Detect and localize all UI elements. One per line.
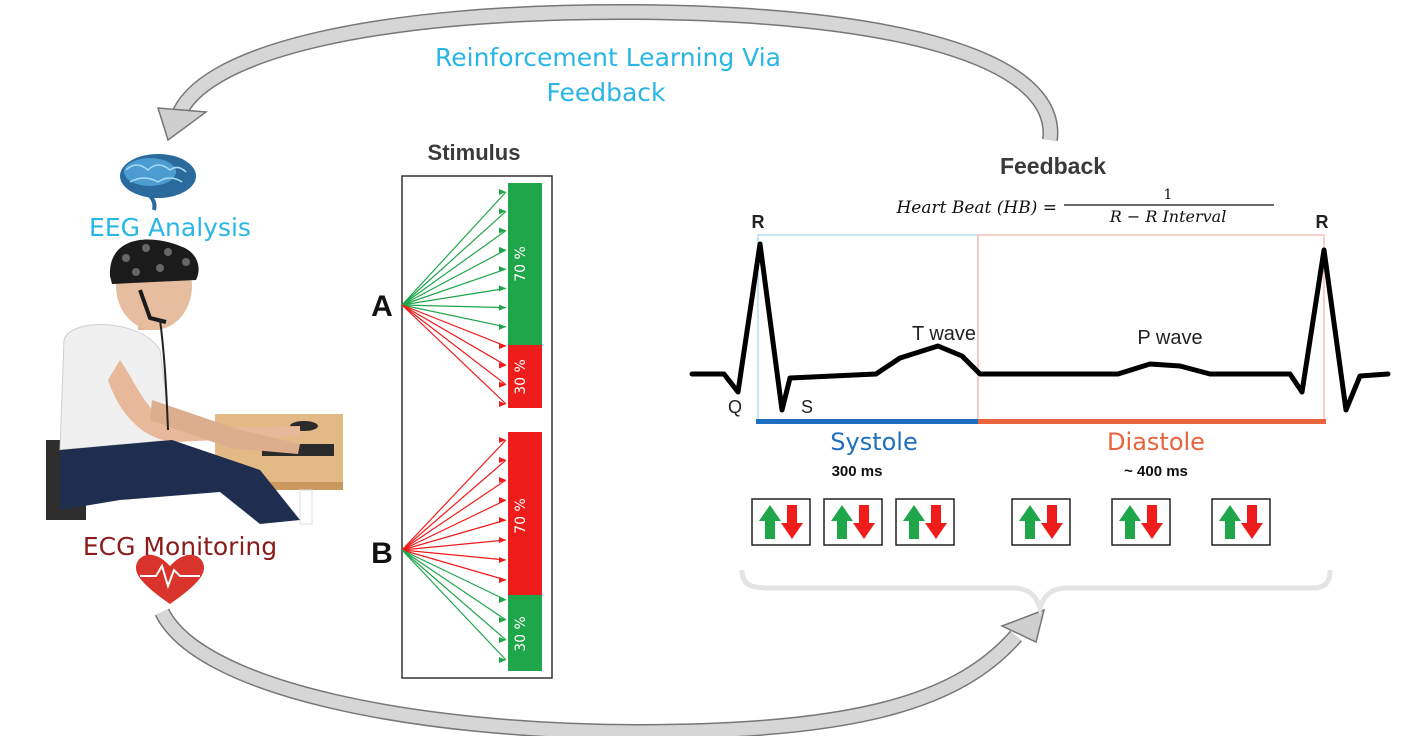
stimulus-ray-arrowhead	[499, 597, 506, 603]
stimulus-ray-arrowhead	[499, 617, 506, 623]
stimulus-b-rays	[401, 437, 507, 663]
stimulus-ray	[401, 539, 507, 551]
stimulus-ray-arrowhead	[499, 362, 506, 369]
ecg-trace	[689, 241, 1391, 413]
ecg-q: Q	[728, 397, 742, 417]
bar-b-bottom	[508, 595, 542, 671]
stimulus-ray-arrowhead	[499, 401, 506, 407]
stimulus-ray-arrowhead	[499, 657, 506, 663]
top-loop-arrow	[156, 3, 1059, 142]
stimulus-ray	[401, 549, 507, 561]
stimulus-ray	[401, 549, 507, 621]
stimulus-title: Stimulus	[428, 140, 521, 165]
stimulus-ray-arrowhead	[499, 323, 506, 330]
stimulus-ray-arrowhead	[499, 189, 506, 195]
brain-icon	[120, 154, 196, 211]
up-down-arrows-icon	[1011, 498, 1071, 546]
bar-a-bottom-pct: 30 %	[513, 359, 529, 395]
stimulus-ray	[401, 304, 507, 405]
stimulus-ray	[401, 459, 507, 551]
stimulus-ray-arrowhead	[499, 577, 506, 583]
diastole-duration: ~ 400 ms	[1124, 463, 1188, 480]
stimulus-ray	[401, 230, 507, 306]
stimulus-ray-arrowhead	[499, 343, 506, 350]
stimulus-ray-arrowhead	[499, 208, 506, 215]
stimulus-ray-arrowhead	[499, 477, 506, 483]
stimulus-label-b: B	[371, 537, 393, 570]
formula-numerator: 1	[1164, 187, 1173, 203]
stimulus-ray-arrowhead	[499, 437, 506, 443]
stimulus-ray-arrowhead	[499, 457, 506, 463]
formula-denominator: R − R Interval	[1109, 207, 1227, 226]
stimulus-ray	[401, 304, 507, 347]
bottom-loop-arrow	[154, 608, 1046, 736]
person-illustration	[46, 239, 343, 525]
stimulus-ray	[401, 479, 507, 551]
ecg-r-right: R	[1316, 212, 1329, 232]
feedback-updown-icons	[751, 498, 1271, 546]
stimulus-ray	[401, 549, 507, 661]
stimulus-ray-arrowhead	[499, 246, 506, 253]
stimulus-ray	[401, 249, 507, 306]
stimulus-ray-arrowhead	[499, 227, 506, 234]
stimulus-ray	[401, 549, 507, 581]
bar-b-bottom-pct: 30 %	[513, 616, 529, 652]
heart-icon	[136, 554, 204, 604]
stimulus-ray-arrowhead	[499, 381, 506, 388]
diastole-label: Diastole	[1107, 428, 1205, 456]
stimulus-ray-arrowhead	[499, 557, 506, 563]
stimulus-ray-arrowhead	[499, 637, 506, 643]
ecg-s: S	[801, 397, 813, 417]
bar-a-bottom	[508, 345, 542, 408]
systole-label: Systole	[830, 428, 917, 456]
bar-a-top-pct: 70 %	[513, 246, 529, 282]
stimulus-ray	[401, 549, 507, 601]
stimulus-ray	[401, 191, 507, 306]
feedback-title: Feedback	[1000, 153, 1106, 179]
stimulus-ray	[401, 499, 507, 551]
stimulus-label-a: A	[371, 290, 393, 323]
systole-bar	[756, 419, 978, 424]
stimulus-ray	[401, 287, 507, 306]
feedback-bracket	[739, 569, 1333, 616]
stimulus-ray-arrowhead	[499, 285, 506, 292]
stimulus-ray-arrowhead	[499, 537, 506, 543]
stimulus-ray	[401, 268, 507, 306]
stimulus-ray	[401, 210, 507, 306]
up-down-arrows-icon	[751, 498, 811, 546]
eeg-analysis-label: EEG Analysis	[89, 213, 251, 242]
formula-lhs: Heart Beat (HB) =	[895, 198, 1057, 218]
title-line-1: Reinforcement Learning Via	[435, 43, 781, 72]
stimulus-ray	[401, 519, 507, 551]
t-wave-label: T wave	[912, 323, 976, 345]
stimulus-ray	[401, 304, 507, 386]
stimulus-ray	[401, 549, 507, 641]
stimulus-ray	[401, 304, 507, 309]
up-down-arrows-icon	[823, 498, 883, 546]
diastole-bar	[978, 419, 1326, 424]
up-down-arrows-icon	[1111, 498, 1171, 546]
title-line-2: Feedback	[546, 78, 666, 107]
up-down-arrows-icon	[1211, 498, 1271, 546]
systole-duration: 300 ms	[832, 463, 883, 480]
stimulus-ray-arrowhead	[499, 304, 506, 311]
bar-b-top	[508, 432, 542, 595]
p-wave-label: P wave	[1137, 327, 1202, 349]
stimulus-ray	[401, 304, 507, 366]
stimulus-a-rays	[401, 189, 507, 407]
ecg-r-left: R	[752, 212, 765, 232]
ecg-monitoring-label: ECG Monitoring	[83, 532, 277, 561]
stimulus-ray-arrowhead	[499, 266, 506, 273]
stimulus-ray	[401, 304, 507, 328]
stimulus-ray-arrowhead	[499, 497, 506, 503]
bar-a-top	[508, 183, 542, 345]
stimulus-ray-arrowhead	[499, 517, 506, 523]
bar-b-top-pct: 70 %	[513, 498, 529, 534]
up-down-arrows-icon	[895, 498, 955, 546]
heart-beat-formula: Heart Beat (HB) = 1 R − R Interval	[895, 187, 1274, 226]
stimulus-ray	[401, 439, 507, 551]
